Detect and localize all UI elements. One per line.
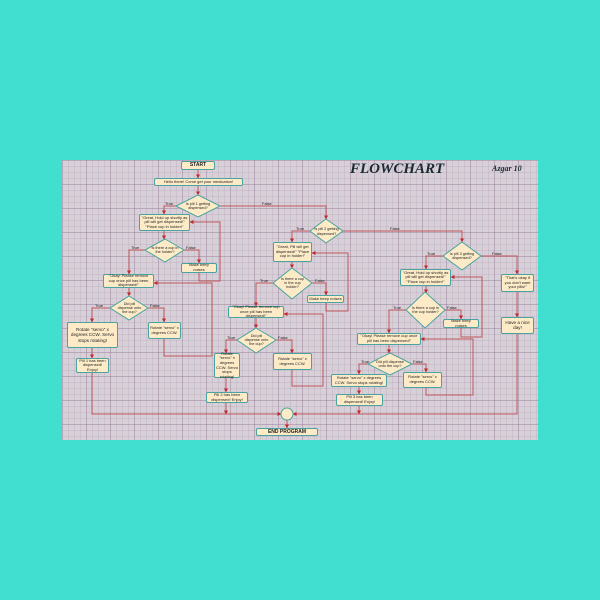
cup1-question: Is there a cup in the holder? — [151, 245, 179, 254]
okay1-node: "Okay! Please remove cup once pill has b… — [103, 273, 154, 288]
edge — [162, 205, 176, 215]
edge-label-false: False — [492, 251, 502, 256]
edge — [481, 255, 519, 275]
edge-label-true: True — [131, 245, 140, 250]
dispense3-question: Did pill dispense onto the cup? — [376, 359, 404, 368]
edge-label-false: False — [413, 359, 423, 364]
edge-label-false: False — [186, 245, 196, 250]
edge — [224, 339, 237, 354]
pill3-done-node: Pill 3 has been dispensed! Enjoy! — [336, 394, 383, 406]
rotate3-false-node: Rotate "servo" x degrees CCW. — [403, 372, 442, 388]
rotate1-false-node: Rotate "servo" x degrees CCW. — [148, 322, 181, 339]
pill2-question: Is pill 2 getting dispensed? — [314, 227, 339, 236]
decision-dispense3 — [366, 352, 414, 376]
edge-label-false: False — [315, 278, 325, 283]
flowchart-canvas — [62, 160, 538, 440]
pill2-done-node: Pill 2 has been dispensed! Enjoy! — [206, 392, 248, 403]
merge-connector — [280, 407, 294, 421]
edge — [292, 334, 518, 416]
okay3-node: "Okay! Please remove cup once pill has b… — [357, 333, 421, 345]
edge — [153, 281, 213, 357]
decision-cup2 — [272, 267, 313, 300]
decision-dispense2 — [236, 327, 277, 354]
author-label: Azgar 10 — [492, 164, 522, 173]
decision-cup1 — [143, 238, 185, 263]
okay2-node: "Okay! Please remove cup once pill has b… — [228, 304, 284, 318]
beep3-node: Make beep noises — [443, 318, 479, 328]
edge-label-false: False — [262, 201, 272, 206]
hello-node: Hello there! Come get your medication! — [154, 178, 243, 186]
cup2-question: Is there a cup in the cup holder? — [280, 276, 304, 290]
edge — [357, 363, 368, 375]
pill2-great-node: "Great, Pill will get dispensed!" "Place… — [273, 242, 312, 262]
edge-label-false: False — [278, 335, 288, 340]
edge-label-true: True — [393, 305, 402, 310]
pill3-great-node: "Great, Hold up shortly as pill will get… — [400, 269, 451, 286]
edge — [387, 309, 406, 334]
end-program-node: END PROGRAM — [256, 428, 318, 436]
edge-label-true: True — [361, 359, 370, 364]
dispense1-question: Did pill dispense onto the cup? — [117, 301, 142, 315]
edge — [148, 307, 166, 323]
edge — [184, 249, 201, 264]
rotate1-true-node: Rotate "servo" x degrees CCW. Servo stop… — [67, 322, 118, 348]
pill1-done-node: Pill 1 has been dispensed! Enjoy! — [76, 358, 109, 373]
edge-label-false: False — [150, 303, 160, 308]
start-node: START — [181, 161, 215, 170]
edge — [220, 205, 328, 220]
edge-label-true: True — [95, 303, 104, 308]
edge-label-true: True — [296, 226, 305, 231]
edge — [450, 275, 483, 338]
decision-pill3 — [442, 241, 482, 271]
edge-label-true: True — [260, 278, 269, 283]
thats-okay-node: "That's okay if you don't want your pill… — [501, 274, 534, 292]
edge-label-true: True — [227, 335, 236, 340]
edge-label-true: True — [427, 251, 436, 256]
cup3-question: Is there a cup in the cup holder? — [411, 305, 440, 314]
edge — [127, 249, 145, 275]
edge — [91, 373, 282, 416]
pill1-question: Is pill 1 getting dispensed? — [185, 201, 211, 210]
decision-pill2 — [309, 218, 344, 244]
rotate2-true-node: Rotate "servo" x degrees CCW. Servo stop… — [214, 350, 240, 379]
dispense2-question: Did pill dispense onto the cup? — [244, 333, 269, 347]
edge — [254, 282, 273, 307]
edge — [189, 220, 221, 282]
edge — [424, 255, 443, 270]
edge — [312, 282, 328, 296]
beep1-node: Make beep noises — [181, 263, 217, 273]
edge — [420, 337, 474, 396]
edge-label-true: True — [165, 201, 174, 206]
edge — [290, 230, 310, 243]
edge — [412, 363, 428, 373]
edge-label-false: False — [390, 226, 400, 231]
edge — [445, 309, 463, 320]
edge — [343, 230, 464, 243]
rotate3-true-node: Rotate "servo" x degrees CCW. Servo stop… — [331, 374, 387, 387]
pill1-great-node: "Great, Hold up shortly as pill will get… — [139, 214, 190, 231]
edge — [276, 339, 294, 354]
edge — [283, 312, 324, 387]
decision-pill1 — [174, 194, 222, 218]
beep2-node: Make beep noises — [307, 295, 344, 303]
decision-cup3 — [405, 291, 446, 329]
nice-day-node: Have a nice day! — [501, 317, 534, 334]
rotate2-false-node: Rotate "servo" x degrees CCW. — [273, 353, 312, 370]
flowchart-title: FLOWCHART — [350, 161, 445, 177]
decision-dispense1 — [109, 295, 149, 321]
pill3-question: Is pill 3 getting dispensed? — [449, 251, 475, 260]
edge — [90, 307, 110, 323]
edge-label-false: False — [447, 305, 457, 310]
edge — [311, 251, 349, 312]
